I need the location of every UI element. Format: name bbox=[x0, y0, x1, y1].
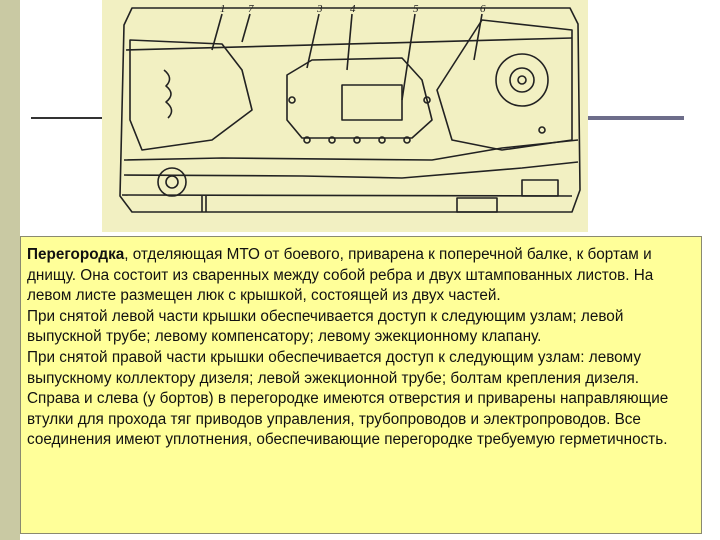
callout-3: 3 bbox=[316, 3, 323, 15]
drawing-svg: 1 7 3 4 5 6 bbox=[119, 3, 581, 213]
description-text-box: Перегородка, отделяющая МТО от боевого, … bbox=[20, 236, 702, 534]
callout-5: 5 bbox=[413, 3, 419, 15]
paragraph-right-cover: При снятой правой части крышки обеспечив… bbox=[27, 348, 642, 387]
callout-6: 6 bbox=[480, 3, 486, 15]
paragraph-side-openings: Справа и слева (у бортов) в перегородке … bbox=[27, 390, 669, 449]
callout-4: 4 bbox=[350, 3, 356, 15]
right-divider-bar bbox=[588, 116, 684, 120]
paragraph-left-cover: При снятой левой части крышки обеспечива… bbox=[27, 307, 624, 346]
callout-1: 1 bbox=[220, 3, 226, 15]
callout-7: 7 bbox=[248, 3, 254, 15]
paragraph-partition-body: , отделяющая МТО от боевого, приварена к… bbox=[27, 246, 654, 305]
term-partition: Перегородка bbox=[27, 246, 125, 263]
paragraph-partition: Перегородка, отделяющая МТО от боевого, … bbox=[27, 245, 701, 307]
left-divider-line bbox=[31, 117, 103, 119]
left-decorative-band bbox=[0, 0, 20, 540]
partition-technical-drawing: 1 7 3 4 5 6 bbox=[102, 0, 588, 232]
